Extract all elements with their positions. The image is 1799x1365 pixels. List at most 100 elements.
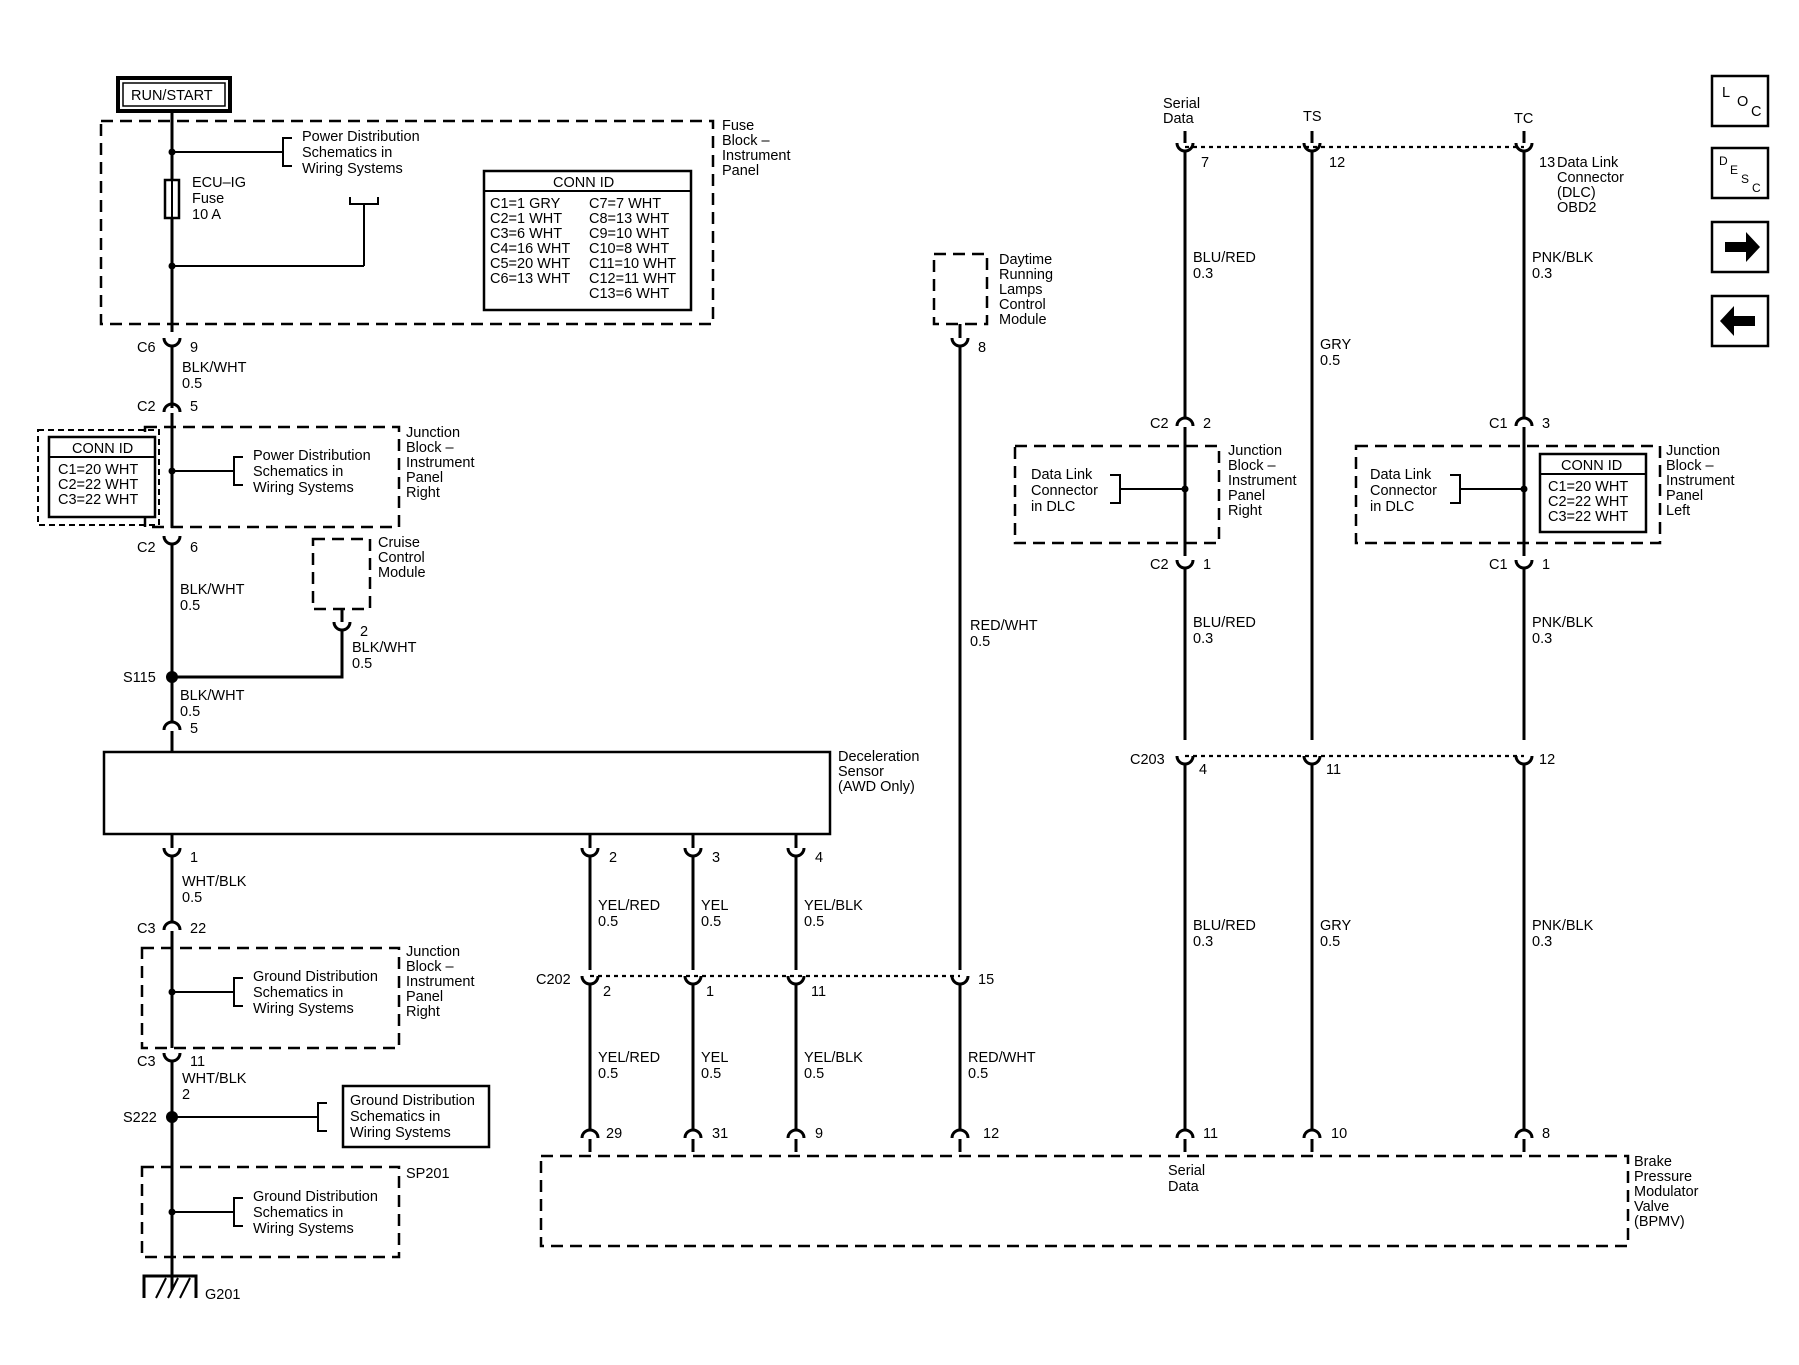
svg-text:E: E <box>1730 163 1738 177</box>
svg-text:C2=22 WHT: C2=22 WHT <box>1548 494 1628 510</box>
svg-text:Connector: Connector <box>1557 170 1624 186</box>
svg-text:C2=1 WHT: C2=1 WHT <box>490 211 562 227</box>
svg-text:3: 3 <box>1542 416 1550 432</box>
drl-module-label: Daytime Running Lamps Control Module <box>999 252 1053 328</box>
svg-text:3: 3 <box>712 850 720 866</box>
svg-text:(AWD Only): (AWD Only) <box>838 779 915 795</box>
svg-text:1: 1 <box>706 984 714 1000</box>
connector-c2-jb-bottom: C2 6 <box>137 535 198 556</box>
svg-text:C: C <box>1752 181 1761 195</box>
top-signal-labels: Serial Data TS TC <box>1163 96 1533 127</box>
loc-button[interactable]: L O C <box>1710 74 1770 128</box>
svg-text:G201: G201 <box>205 1287 240 1303</box>
svg-text:Wiring Systems: Wiring Systems <box>253 480 354 496</box>
svg-text:C3=6 WHT: C3=6 WHT <box>490 226 562 242</box>
svg-text:Instrument: Instrument <box>722 148 791 164</box>
connector-c2-right-bottom: C2 1 <box>1150 557 1211 573</box>
sp201-label: SP201 <box>406 1166 450 1182</box>
junction-block-right-label: Junction Block – Instrument Panel Right <box>406 425 475 501</box>
junction-block-right-3-label: Junction Block – Instrument Panel Right <box>1228 443 1297 519</box>
splice-s222: S222 <box>123 1110 178 1126</box>
serial-data-bpmv-label: Serial Data <box>1168 1163 1205 1195</box>
svg-text:Panel: Panel <box>406 470 443 486</box>
svg-text:1: 1 <box>190 850 198 866</box>
wire-label-tc-1: PNK/BLK 0.3 <box>1532 250 1594 282</box>
svg-text:0.5: 0.5 <box>701 1066 721 1082</box>
svg-text:Daytime: Daytime <box>999 252 1052 268</box>
svg-text:YEL/RED: YEL/RED <box>598 1050 660 1066</box>
svg-text:Data Link: Data Link <box>1557 155 1619 171</box>
svg-text:0.5: 0.5 <box>968 1066 988 1082</box>
svg-text:CONN ID: CONN ID <box>72 441 133 457</box>
svg-text:0.5: 0.5 <box>180 598 200 614</box>
dlc-in-dlc-1-label: Data Link Connector in DLC <box>1031 467 1098 515</box>
svg-text:S222: S222 <box>123 1110 157 1126</box>
svg-text:RED/WHT: RED/WHT <box>968 1050 1036 1066</box>
arrow-right-icon <box>1725 232 1760 262</box>
svg-text:C: C <box>1751 104 1761 120</box>
svg-text:BLU/RED: BLU/RED <box>1193 250 1256 266</box>
svg-text:Control: Control <box>999 297 1046 313</box>
ground-distribution-2-box: Ground Distribution Schematics in Wiring… <box>341 1084 491 1149</box>
svg-text:C2: C2 <box>1150 557 1169 573</box>
connector-dlc: 7 12 13 <box>1175 131 1555 171</box>
svg-text:WHT/BLK: WHT/BLK <box>182 1071 247 1087</box>
svg-text:in DLC: in DLC <box>1031 499 1075 515</box>
wire-label-tc-2: PNK/BLK 0.3 <box>1532 615 1594 647</box>
junction-block-left-box <box>1354 444 1662 545</box>
wire-label-ts-1: GRY 0.5 <box>1320 337 1351 369</box>
svg-text:13: 13 <box>1539 155 1555 171</box>
connector-drl-pin-8: 8 <box>950 324 986 356</box>
bpmv-pins-middle: 29 31 9 12 <box>580 1126 999 1152</box>
svg-text:BLK/WHT: BLK/WHT <box>180 688 245 704</box>
svg-text:Block –: Block – <box>406 440 454 456</box>
svg-text:9: 9 <box>190 340 198 356</box>
svg-text:Schematics in: Schematics in <box>253 985 343 1001</box>
svg-text:0.3: 0.3 <box>1532 934 1552 950</box>
svg-text:C4=16 WHT: C4=16 WHT <box>490 241 570 257</box>
svg-text:10: 10 <box>1331 1126 1347 1142</box>
svg-text:C8=13 WHT: C8=13 WHT <box>589 211 669 227</box>
svg-text:Junction: Junction <box>406 944 460 960</box>
prev-arrow-button[interactable] <box>1710 294 1770 348</box>
desc-button[interactable]: D E S C <box>1710 146 1770 200</box>
svg-text:7: 7 <box>1201 155 1209 171</box>
svg-text:Module: Module <box>378 565 426 581</box>
svg-text:C3: C3 <box>137 1054 156 1070</box>
wire-label-blk-wht-3: BLK/WHT 0.5 <box>180 688 245 720</box>
svg-text:Right: Right <box>406 485 440 501</box>
svg-text:C6: C6 <box>137 340 156 356</box>
wire-label-wht-blk-1: WHT/BLK 0.5 <box>182 874 247 906</box>
fuse-label: ECU–IG Fuse 10 A <box>192 175 246 223</box>
connector-cruise: 2 <box>332 609 368 640</box>
junction-block-left-label: Junction Block – Instrument Panel Left <box>1666 443 1735 519</box>
sp201-box <box>140 1165 401 1259</box>
svg-text:Sensor: Sensor <box>838 764 884 780</box>
svg-text:Modulator: Modulator <box>1634 1184 1699 1200</box>
svg-text:BLU/RED: BLU/RED <box>1193 615 1256 631</box>
next-arrow-button[interactable] <box>1710 220 1770 274</box>
power-distribution-mid-label: Power Distribution Schematics in Wiring … <box>253 448 371 496</box>
wire-label-red-wht-drl: RED/WHT 0.5 <box>970 618 1038 650</box>
svg-text:PNK/BLK: PNK/BLK <box>1532 250 1594 266</box>
svg-text:Valve: Valve <box>1634 1199 1669 1215</box>
connector-c2-right-top: C2 2 <box>1150 416 1211 432</box>
cruise-control-module-label: Cruise Control Module <box>378 535 426 581</box>
svg-text:Fuse: Fuse <box>722 118 754 134</box>
svg-text:Wiring Systems: Wiring Systems <box>253 1221 354 1237</box>
svg-text:CONN ID: CONN ID <box>553 175 614 191</box>
svg-text:Panel: Panel <box>722 163 759 179</box>
svg-text:0.5: 0.5 <box>970 634 990 650</box>
svg-text:10 A: 10 A <box>192 207 221 223</box>
junction-block-right-2-box <box>140 946 401 1050</box>
svg-text:S: S <box>1741 172 1749 186</box>
svg-text:4: 4 <box>815 850 823 866</box>
svg-text:Power Distribution: Power Distribution <box>253 448 371 464</box>
svg-text:0.5: 0.5 <box>598 1066 618 1082</box>
svg-text:C2=22 WHT: C2=22 WHT <box>58 477 138 493</box>
svg-text:C1: C1 <box>1489 557 1508 573</box>
junction-block-right-2-label: Junction Block – Instrument Panel Right <box>406 944 475 1020</box>
svg-text:C2: C2 <box>137 399 156 415</box>
svg-text:Block –: Block – <box>722 133 770 149</box>
svg-text:Lamps: Lamps <box>999 282 1043 298</box>
